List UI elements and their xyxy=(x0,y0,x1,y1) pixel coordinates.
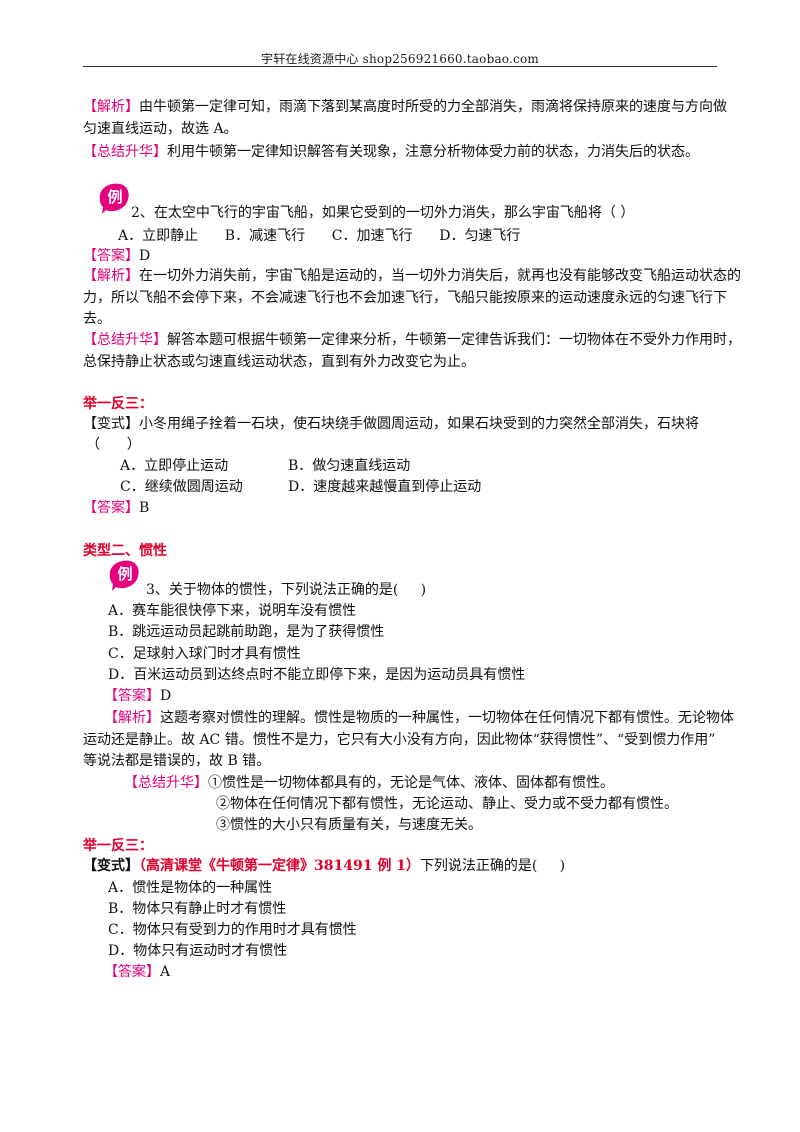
answer-tag: 【答案】 xyxy=(104,964,160,980)
example-badge-icon: 例 xyxy=(96,180,132,214)
option-c: C．继续做圆周运动 xyxy=(120,479,243,495)
practice-heading: 举一反三： xyxy=(83,396,153,412)
badge-label: 例 xyxy=(107,188,122,206)
question-2: 2、在太空中飞行的宇宙飞船，如果它受到的一切外力消失，那么宇宙飞船将（ ） xyxy=(131,205,635,221)
answer-value: D xyxy=(160,688,172,704)
option-b: B．做匀速直线运动 xyxy=(288,458,411,474)
summary-line-2: ②物体在任何情况下都有惯性，无论运动、静止、受力或不受力都有惯性。 xyxy=(216,796,678,812)
option-b: B．跳远运动员起跳前助跑，是为了获得惯性 xyxy=(108,624,385,640)
analysis-text: 由牛顿第一定律可知，雨滴下落到某高度时所受的力全部消失，雨滴将保持原来的速度与方… xyxy=(139,99,727,115)
variant-line: 【变式】小冬用绳子拴着一石块，使石块绕手做圆周运动，如果石块受到的力突然全部消失… xyxy=(83,414,699,434)
summary-line-3: ③惯性的大小只有质量有关，与速度无关。 xyxy=(216,817,482,833)
summary-text: ①惯性是一切物体都具有的，无论是气体、液体、固体都有惯性。 xyxy=(208,775,614,791)
analysis-line-2: 匀速直线运动，故选 A。 xyxy=(83,121,238,137)
answer-line: 【答案】B xyxy=(83,498,149,518)
options-2: A．立即静止 B．减速飞行 C．加速飞行 D．匀速飞行 xyxy=(118,228,521,244)
variant-reference: （高清课堂《牛顿第一定律》381491 例 1） xyxy=(139,858,420,874)
answer-tag: 【答案】 xyxy=(104,688,160,704)
page-header: 宇轩在线资源中心 shop256921660.taobao.com xyxy=(261,52,539,66)
analysis-line-2: 力，所以飞船不会停下来，不会减速飞行也不会加速飞行，飞船只能按原来的运动速度永远… xyxy=(83,290,727,306)
analysis-tag: 【解析】 xyxy=(83,268,139,284)
variant-text: 下列说法正确的是( ) xyxy=(419,858,566,874)
answer-line: 【答案】D xyxy=(104,686,171,706)
analysis-line: 【解析】这题考察对惯性的理解。惯性是物质的一种属性，一切物体在任何情况下都有惯性… xyxy=(104,708,734,728)
option-d: D．百米运动员到达终点时不能立即停下来，是因为运动员具有惯性 xyxy=(108,667,526,683)
option-a: A．惯性是物体的一种属性 xyxy=(108,880,273,896)
analysis-line: 【解析】在一切外力消失前，宇宙飞船是运动的，当一切外力消失后，就再也没有能够改变… xyxy=(83,266,741,286)
summary-tag: 【总结升华】 xyxy=(83,144,167,160)
analysis-line-2: 运动还是静止。故 AC 错。惯性不是力，它只有大小没有方向，因此物体“获得惯性”… xyxy=(83,732,716,748)
variant-line: 【变式】（高清课堂《牛顿第一定律》381491 例 1）下列说法正确的是( ) xyxy=(83,856,565,876)
answer-value: A xyxy=(160,964,171,980)
analysis-line-3: 去。 xyxy=(83,311,111,327)
question-3: 3、关于物体的惯性，下列说法正确的是( ) xyxy=(146,582,427,598)
option-c: C．物体只有受到力的作用时才具有惯性 xyxy=(108,922,357,938)
analysis-tag: 【解析】 xyxy=(83,99,139,115)
analysis-text: 这题考察对惯性的理解。惯性是物质的一种属性，一切物体在任何情况下都有惯性。无论物… xyxy=(160,710,734,726)
variant-blank: （ ） xyxy=(86,437,141,453)
answer-line: 【答案】A xyxy=(104,962,170,982)
summary-line: 【总结升华】解答本题可根据牛顿第一定律来分析，牛顿第一定律告诉我们：一切物体在不… xyxy=(83,330,741,350)
summary-tag: 【总结升华】 xyxy=(83,332,167,348)
variant-tag: 【变式】 xyxy=(83,858,139,874)
analysis-line: 【解析】由牛顿第一定律可知，雨滴下落到某高度时所受的力全部消失，雨滴将保持原来的… xyxy=(83,97,727,117)
variant-text: 小冬用绳子拴着一石块，使石块绕手做圆周运动，如果石块受到的力突然全部消失，石块将 xyxy=(139,416,699,432)
answer-line: 【答案】D xyxy=(83,246,150,266)
summary-text: 解答本题可根据牛顿第一定律来分析，牛顿第一定律告诉我们：一切物体在不受外力作用时… xyxy=(167,332,741,348)
example-badge-icon: 例 xyxy=(106,557,142,591)
badge-label: 例 xyxy=(117,565,132,583)
header-divider xyxy=(83,66,717,67)
option-c: C．足球射入球门时才具有惯性 xyxy=(108,646,301,662)
section-heading: 类型二、惯性 xyxy=(83,543,167,559)
option-d: D．速度越来越慢直到停止运动 xyxy=(288,479,482,495)
option-d: D．物体只有运动时才有惯性 xyxy=(108,943,288,959)
variant-tag: 【变式】 xyxy=(83,416,139,432)
answer-tag: 【答案】 xyxy=(83,500,139,516)
option-a: A．赛车能很快停下来，说明车没有惯性 xyxy=(108,603,357,619)
summary-tag: 【总结升华】 xyxy=(124,775,208,791)
analysis-text: 在一切外力消失前，宇宙飞船是运动的，当一切外力消失后，就再也没有能够改变飞船运动… xyxy=(139,268,741,284)
option-b: B．物体只有静止时才有惯性 xyxy=(108,901,287,917)
analysis-line-3: 等说法都是错误的，故 B 错。 xyxy=(83,753,271,769)
answer-value: B xyxy=(139,500,150,516)
practice-heading: 举一反三： xyxy=(83,838,153,854)
summary-text: 利用牛顿第一定律知识解答有关现象，注意分析物体受力前的状态，力消失后的状态。 xyxy=(167,144,699,160)
summary-line: 【总结升华】利用牛顿第一定律知识解答有关现象，注意分析物体受力前的状态，力消失后… xyxy=(83,142,699,162)
summary-line-2: 总保持静止状态或匀速直线运动状态，直到有外力改变它为止。 xyxy=(83,354,475,370)
option-a: A．立即停止运动 xyxy=(120,458,229,474)
summary-line: 【总结升华】①惯性是一切物体都具有的，无论是气体、液体、固体都有惯性。 xyxy=(124,773,614,793)
answer-tag: 【答案】 xyxy=(83,248,139,264)
answer-value: D xyxy=(139,248,151,264)
analysis-tag: 【解析】 xyxy=(104,710,160,726)
